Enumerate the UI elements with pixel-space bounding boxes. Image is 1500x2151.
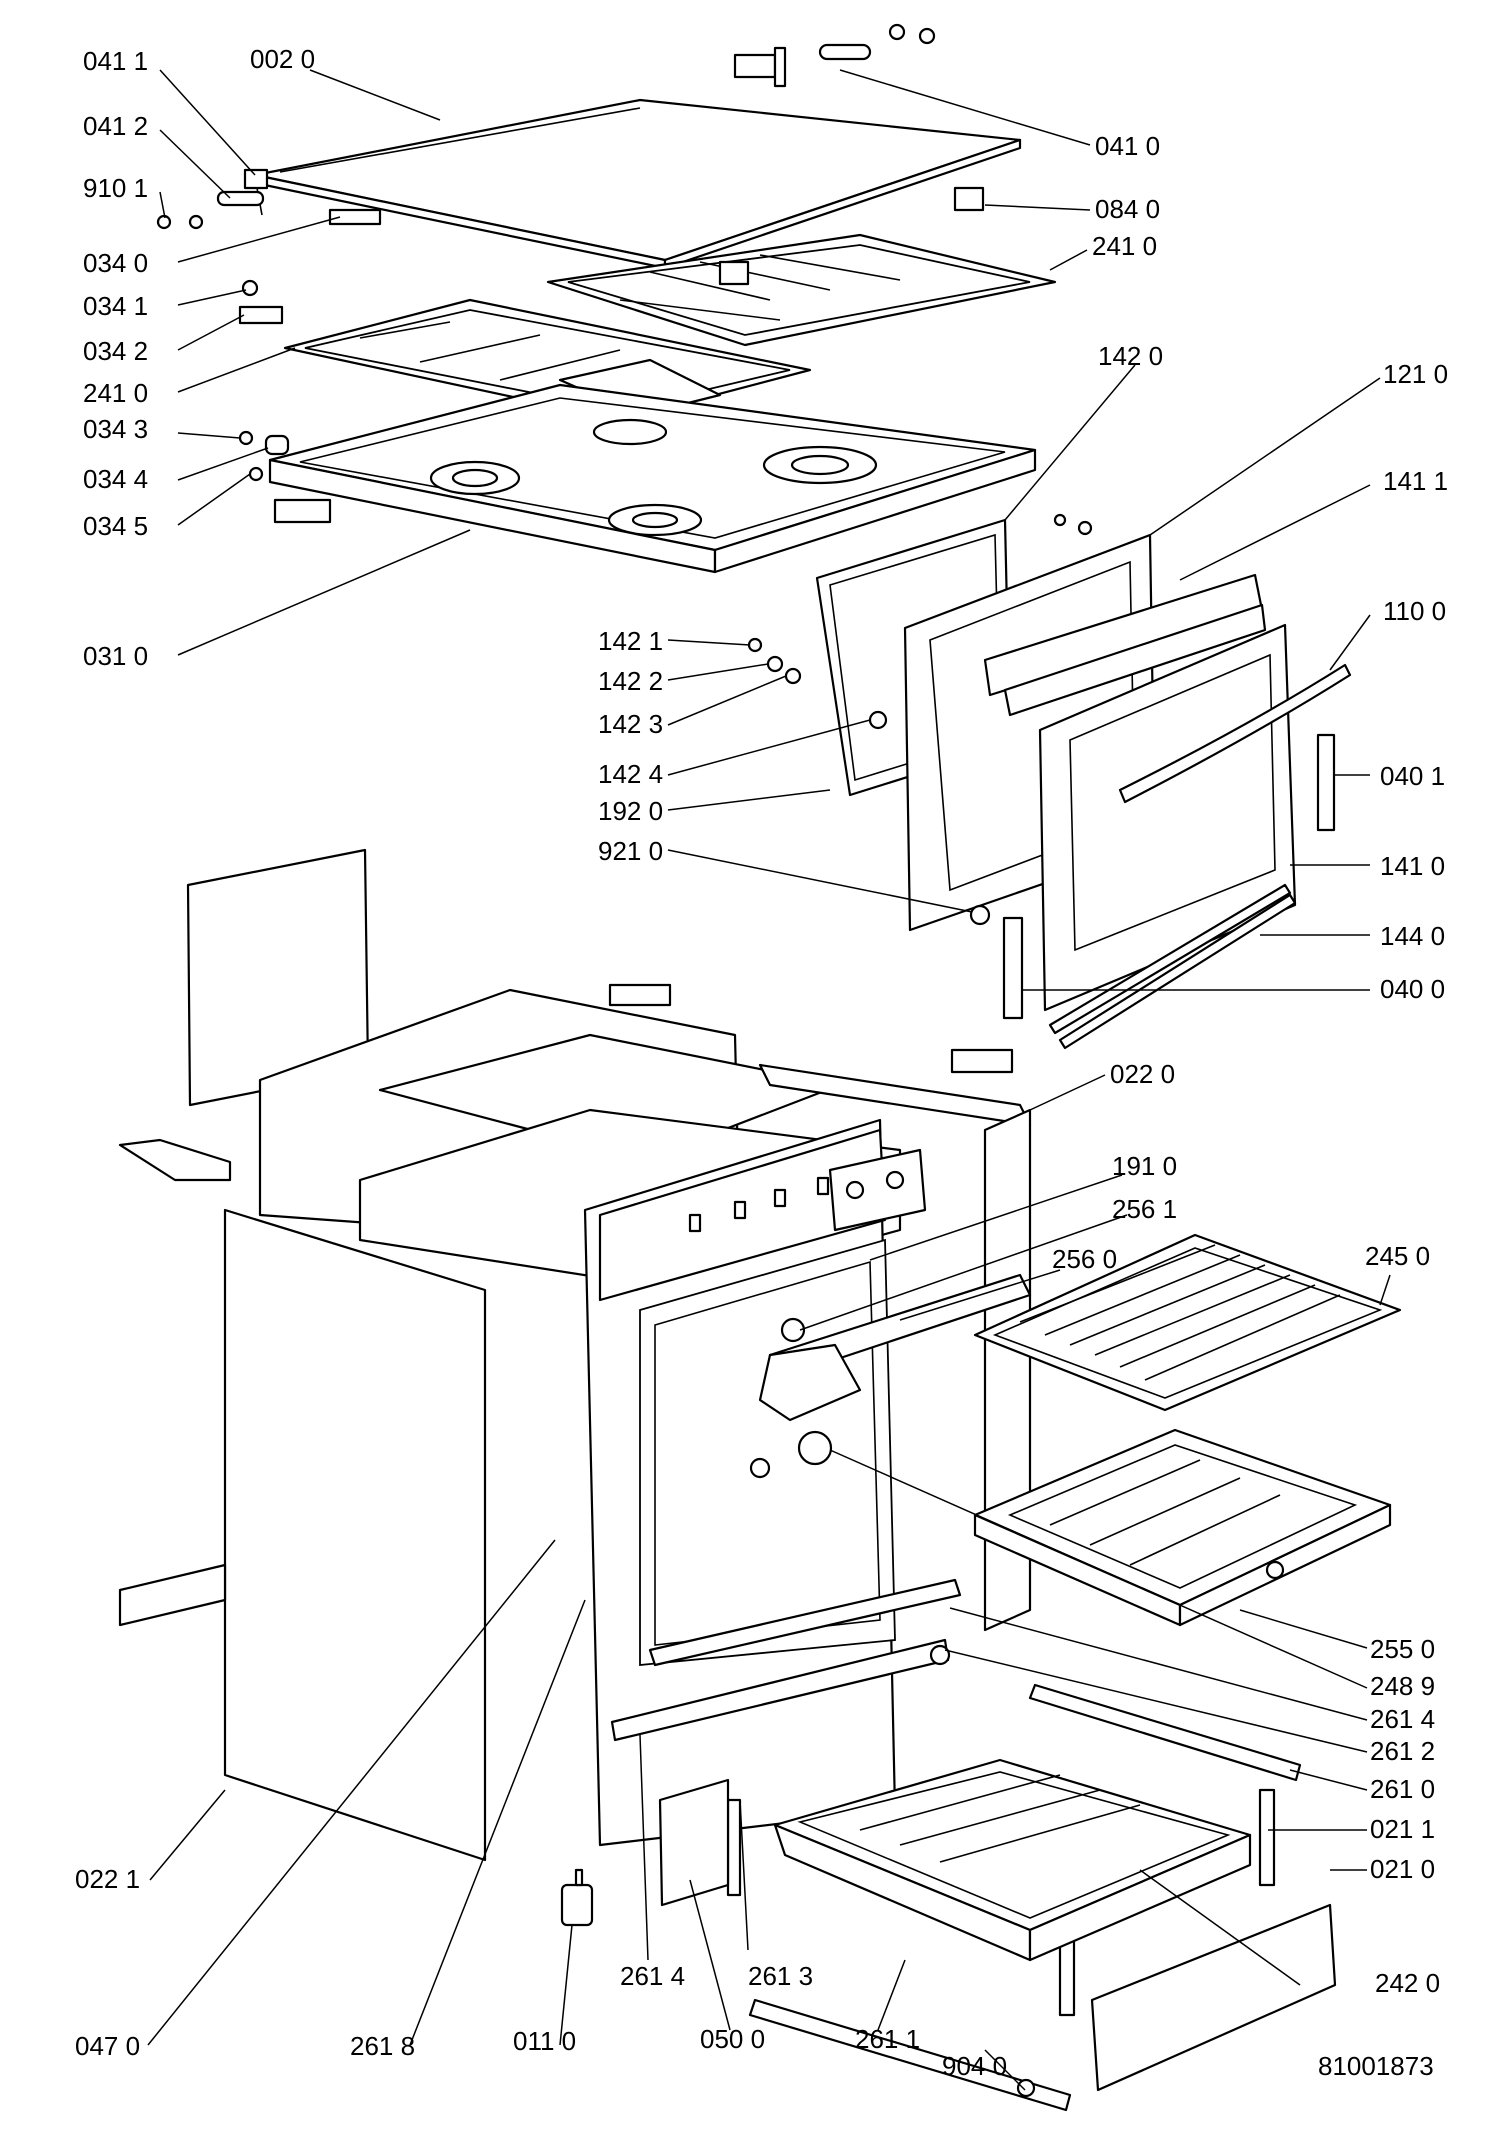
screw-034-5 (248, 466, 264, 482)
cooktop-tray (268, 383, 1037, 574)
label-050-0: 050 0 (700, 2024, 765, 2054)
plinth (1090, 1903, 1337, 2092)
label-248-9: 248 9 (1370, 1671, 1435, 1701)
label-921-0: 921 0 (598, 836, 663, 866)
foot-stem (574, 1868, 584, 1887)
label-141-1: 141 1 (1383, 466, 1448, 496)
label-142-3: 142 3 (598, 709, 663, 739)
label-040-0: 040 0 (1380, 974, 1445, 1004)
label-031-0: 031 0 (83, 641, 148, 671)
label-261-1: 261 1 (855, 2024, 920, 2054)
bracket-bottom-left (118, 1563, 227, 1627)
door-outer-141 (1038, 623, 1352, 1012)
bracket-top-left (118, 1138, 232, 1182)
clip-034-2 (238, 305, 284, 325)
label-261-2: 261 2 (1370, 1736, 1435, 1766)
pan-support-right (546, 233, 1057, 347)
washer-142-0 (1077, 520, 1093, 536)
screw-142-1 (747, 637, 763, 653)
label-904-0: 904 0 (942, 2051, 1007, 2081)
label-002-0: 002 0 (250, 44, 315, 74)
drawing-number: 81001873 (1318, 2051, 1434, 2081)
label-047-0: 047 0 (75, 2031, 140, 2061)
label-142-0: 142 0 (1098, 341, 1163, 371)
label-142-4: 142 4 (598, 759, 663, 789)
label-141-0: 141 0 (1380, 851, 1445, 881)
strip-144b (1048, 883, 1292, 1035)
label-261-3: 261 3 (748, 1961, 813, 1991)
front-frame (583, 1118, 927, 1847)
washer-142-2 (766, 655, 784, 673)
washer-142-3 (784, 667, 802, 685)
top-lid (243, 98, 1022, 270)
label-034-4: 034 4 (83, 464, 148, 494)
label-041-0: 041 0 (1095, 131, 1160, 161)
side-panel-left (223, 1208, 487, 1862)
label-022-0: 022 0 (1110, 1059, 1175, 1089)
drawer-runners (610, 1578, 1302, 2112)
label-041-1: 041 1 (83, 46, 148, 76)
label-261-4-right: 261 4 (1370, 1704, 1435, 1734)
label-040-1: 040 1 (1380, 761, 1445, 791)
label-191-0: 191 0 (1112, 1151, 1177, 1181)
label-021-0: 021 0 (1370, 1854, 1435, 1884)
label-034-5: 034 5 (83, 511, 148, 541)
label-256-0: 256 0 (1052, 1244, 1117, 1274)
door-profile-141-1 (983, 573, 1267, 717)
label-241-0-right: 241 0 (1092, 231, 1157, 261)
screw-142-0 (1053, 513, 1067, 527)
label-034-1: 034 1 (83, 291, 148, 321)
oven-shelf (973, 1233, 1402, 1412)
clip-142-4 (868, 710, 888, 730)
label-084-0: 084 0 (1095, 194, 1160, 224)
hinge-top-right (733, 23, 936, 88)
label-121-0: 121 0 (1383, 359, 1448, 389)
hinge-040-0 (1002, 916, 1024, 1020)
label-261-8: 261 8 (350, 2031, 415, 2061)
label-034-0: 034 0 (83, 248, 148, 278)
hinge-top-left (156, 190, 265, 230)
label-021-1: 021 1 (1370, 1814, 1435, 1844)
label-034-3: 034 3 (83, 414, 148, 444)
screw-034-1 (241, 279, 259, 297)
label-245-0: 245 0 (1365, 1241, 1430, 1271)
label-034-2: 034 2 (83, 336, 148, 366)
label-110-0: 110 0 (1383, 596, 1446, 626)
label-255-0: 255 0 (1370, 1634, 1435, 1664)
label-192-0: 192 0 (598, 796, 663, 826)
label-261-4-bottom: 261 4 (620, 1961, 685, 1991)
baking-tray (973, 1428, 1392, 1627)
bracket-084 (953, 186, 985, 212)
drawer-tray (773, 1758, 1252, 1962)
label-910-1: 910 1 (83, 173, 148, 203)
bracket-top-mid (608, 983, 672, 1007)
label-242-0: 242 0 (1375, 1968, 1440, 1998)
adjustable-foot (560, 1883, 594, 1927)
label-256-1: 256 1 (1112, 1194, 1177, 1224)
part-921 (969, 904, 991, 926)
label-241-0-left: 241 0 (83, 378, 148, 408)
label-022-1: 022 1 (75, 1864, 140, 1894)
leader-lines (147, 69, 1391, 2091)
label-144-0: 144 0 (1380, 921, 1445, 951)
bracket-top-right (950, 1048, 1014, 1074)
label-142-2: 142 2 (598, 666, 663, 696)
strip-144 (1058, 893, 1297, 1050)
callout-labels: 041 1 002 0 041 2 910 1 034 0 034 1 034 … (75, 44, 1448, 2081)
label-011-0: 011 0 (513, 2026, 576, 2056)
grill-burner (749, 1273, 1032, 1479)
drawer-front-left (658, 1778, 730, 1907)
bracket-034 (328, 208, 382, 226)
label-142-1: 142 1 (598, 626, 663, 656)
hinge-040-1 (1316, 733, 1336, 832)
spacer-034-4 (264, 434, 290, 456)
label-261-0: 261 0 (1370, 1774, 1435, 1804)
label-041-2: 041 2 (83, 111, 148, 141)
screw-034-3 (238, 430, 254, 446)
